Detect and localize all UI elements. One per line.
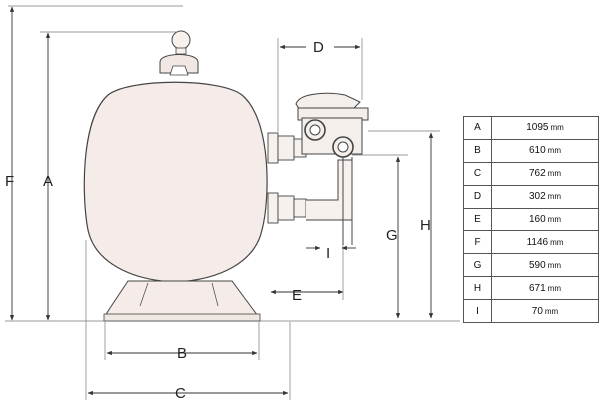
upper-nozzle [267, 132, 307, 164]
dimension-key: G [463, 253, 492, 278]
dimension-key: A [463, 116, 492, 140]
filter-tank [83, 81, 268, 283]
label-e: E [292, 287, 302, 304]
base-inner-left [139, 282, 149, 307]
dimension-unit: mm [547, 215, 561, 224]
dimension-unit: mm [547, 192, 561, 202]
label-f: F [5, 173, 14, 190]
dimension-unit: mm [547, 260, 561, 270]
dimension-a: A [40, 31, 178, 321]
dimension-unit: mm [544, 306, 559, 316]
dimension-b: B [104, 322, 260, 362]
label-d: D [313, 39, 324, 56]
base-inner-right [211, 282, 219, 307]
dimension-value: 1146 [526, 236, 549, 248]
dimension-d: D [277, 38, 363, 132]
dimension-key: D [463, 184, 492, 209]
valve-lower-pipe [306, 159, 353, 221]
dimension-value: 160 [528, 214, 546, 225]
dimension-value: 762 [528, 168, 546, 180]
label-g: G [386, 227, 398, 244]
dimension-key: B [463, 138, 492, 163]
dimension-e: E [270, 245, 344, 304]
valve-outlet-pipe [342, 157, 353, 245]
tank-top-vent [169, 65, 189, 76]
dimension-value: 610 [528, 145, 546, 157]
dimension-value: 1095 [526, 122, 549, 134]
tank-base [104, 280, 259, 317]
base-foot [103, 313, 261, 322]
knob-neck [175, 47, 187, 55]
dimension-f: F [5, 5, 183, 321]
dimension-unit: mm [547, 283, 561, 293]
dimension-g: G [352, 154, 408, 319]
dimension-value: 590 [528, 259, 546, 271]
dimension-key: E [463, 207, 492, 232]
dimension-unit: mm [547, 146, 561, 156]
dimension-key: C [463, 161, 492, 186]
label-b: B [177, 345, 187, 362]
lower-nozzle [267, 192, 307, 224]
dimension-unit: mm [547, 169, 561, 179]
dimension-unit: mm [550, 237, 564, 247]
dimension-h: H [368, 130, 440, 319]
tank-top-dome [159, 54, 199, 74]
dimension-unit: mm [550, 123, 564, 133]
dimension-value: 302 [528, 191, 546, 203]
label-i: I [326, 245, 330, 262]
label-c: C [175, 385, 186, 402]
dimension-c: C [85, 240, 291, 402]
dimension-i: I [306, 245, 356, 262]
label-h: H [420, 217, 431, 234]
dimension-value: 671 [528, 282, 546, 294]
pressure-knob [171, 30, 191, 50]
label-a: A [43, 173, 53, 190]
dimension-key: I [463, 299, 492, 324]
dimension-key: F [463, 230, 492, 255]
dimension-key: H [463, 276, 492, 301]
multiport-valve [295, 92, 369, 158]
dimension-value: 70 [531, 305, 543, 317]
